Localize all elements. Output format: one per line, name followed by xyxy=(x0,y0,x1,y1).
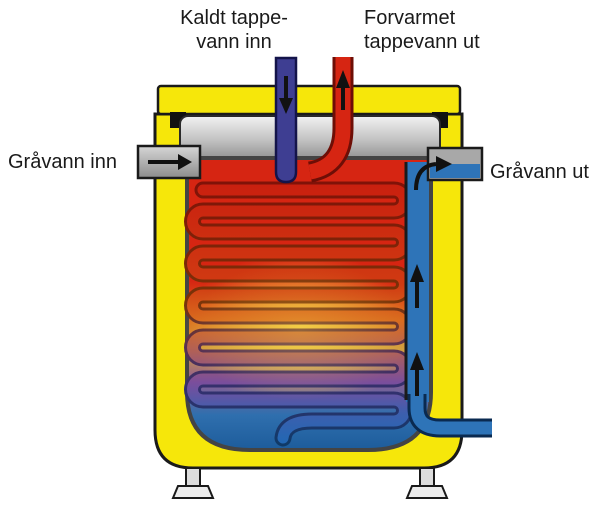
tank-foot-left xyxy=(171,467,215,499)
label-preheated-tap-water-out: Forvarmet tappevann ut xyxy=(364,6,504,54)
riser-flow-arrow-upper xyxy=(410,264,424,308)
greywater-bottom-pipe xyxy=(407,392,492,438)
greywater-inlet-pipe xyxy=(136,144,202,180)
preheated-water-pipe xyxy=(307,57,354,183)
greywater-outlet-pipe xyxy=(414,146,484,191)
label-cold-tap-line2: vann inn xyxy=(196,31,272,53)
cold-water-pipe xyxy=(274,56,298,184)
preheated-pipe-body xyxy=(308,57,351,180)
label-preheated-line1: Forvarmet xyxy=(364,7,456,29)
label-greywater-in: Gråvann inn xyxy=(8,151,117,173)
bottom-pipe-water xyxy=(410,392,492,435)
label-greywater-out: Gråvann ut xyxy=(490,161,589,183)
riser-flow-arrow-lower xyxy=(410,352,424,396)
label-cold-tap-line1: Kaldt tappe- xyxy=(180,7,288,29)
thermal-glow-overlay xyxy=(190,260,410,400)
tank-foot-right xyxy=(405,467,449,499)
preheated-water-arrow-up xyxy=(336,70,350,110)
cold-water-arrow-down xyxy=(279,76,293,114)
greywater-inlet-arrow xyxy=(148,154,192,170)
label-preheated-line2: tappevann ut xyxy=(364,31,480,53)
tank-top-band xyxy=(156,84,462,116)
greywater-outlet-arrow xyxy=(414,156,452,191)
label-cold-tap-water-in: Kaldt tappe- vann inn xyxy=(168,6,300,54)
